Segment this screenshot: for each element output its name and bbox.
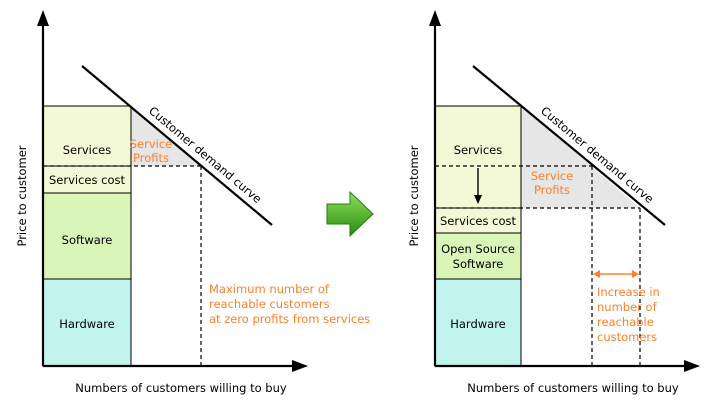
right-annotation-line-2: number of (597, 300, 658, 314)
right-services-label: Services (454, 143, 503, 157)
right-x-axis-arrowhead (684, 360, 700, 372)
right-software-block (434, 232, 522, 280)
left-annotation-line-1: Maximum number of (209, 282, 330, 296)
left-service-profits-label-2: Profits (133, 151, 169, 165)
left-annotation-line-2: reachable customers (209, 297, 330, 311)
right-services-cost-label: Services cost (440, 214, 516, 228)
right-software-label-2: Software (453, 257, 504, 271)
right-service-profits-label-2: Profits (534, 183, 570, 197)
left-services-label: Services (63, 143, 112, 157)
left-x-axis-label: Numbers of customers willing to buy (75, 381, 287, 395)
left-x-axis-arrowhead (292, 360, 308, 372)
left-software-block (42, 192, 132, 280)
right-software-label-1: Open Source (441, 242, 515, 256)
right-annotation-line-1: Increase in (597, 285, 660, 299)
left-hardware-label: Hardware (59, 317, 115, 331)
right-demand-curve (472, 65, 666, 226)
left-service-profits-label-1: Service (130, 137, 173, 151)
right-diagram: Services Services cost Open Source Softw… (407, 10, 700, 395)
left-y-axis-label: Price to customer (15, 145, 29, 246)
left-demand-curve (81, 65, 273, 226)
left-diagram: Services Services cost Software Hardware… (15, 10, 370, 395)
right-y-axis-label: Price to customer (407, 145, 421, 246)
right-service-profits-label-1: Service (531, 169, 574, 183)
right-cost-drop-arrowhead (474, 195, 482, 204)
right-annotation-line-3: reachable (597, 315, 654, 329)
right-increase-arrowhead-left (593, 270, 600, 278)
left-services-block (42, 105, 132, 167)
transition-arrow-icon (326, 190, 374, 238)
left-annotation-line-3: at zero profits from services (209, 312, 370, 326)
right-hardware-label: Hardware (450, 317, 506, 331)
left-y-axis-arrowhead (37, 10, 49, 26)
right-y-axis-arrowhead (429, 10, 441, 26)
right-increase-arrowhead-right (632, 270, 639, 278)
right-x-axis-label: Numbers of customers willing to buy (467, 381, 679, 395)
left-software-label: Software (62, 233, 113, 247)
right-hardware-block (434, 278, 522, 367)
left-services-cost-label: Services cost (49, 173, 125, 187)
left-hardware-block (42, 278, 132, 367)
right-annotation-line-4: customers (597, 330, 657, 344)
